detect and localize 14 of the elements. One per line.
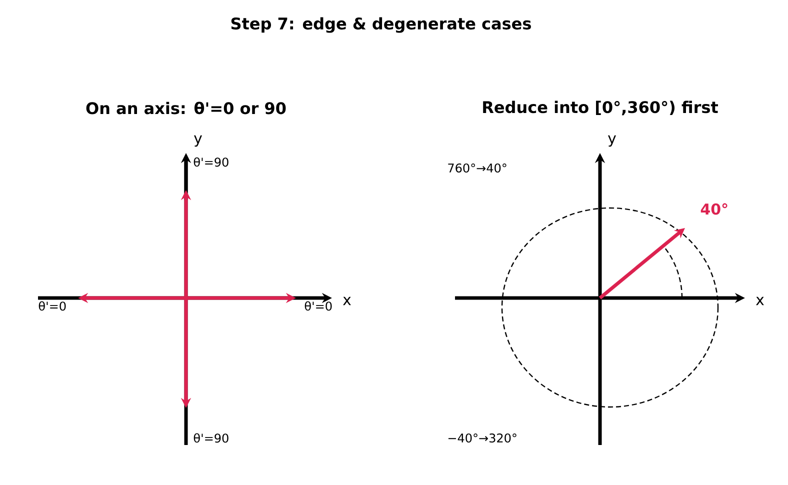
chart-title: Step 7: edge & degenerate cases — [231, 17, 531, 33]
angle-label: 40° — [700, 203, 728, 215]
axis-label: x — [756, 296, 764, 306]
axis-label: y — [194, 135, 202, 147]
axis-label: x — [343, 296, 351, 306]
angle-label: θ'=90 — [194, 157, 228, 167]
note-text: 760°→40° — [448, 163, 506, 173]
axis-label: y — [608, 135, 616, 147]
subplot-title: Reduce into [0°,360°) first — [483, 100, 718, 116]
angle-label: θ'=0 — [38, 301, 66, 311]
note-text: −40°→320° — [448, 433, 516, 443]
angle-label: θ'=90 — [194, 433, 228, 443]
angle-label: θ'=0 — [304, 301, 332, 311]
subplot-title: On an axis: θ'=0 or 90 — [86, 102, 286, 114]
